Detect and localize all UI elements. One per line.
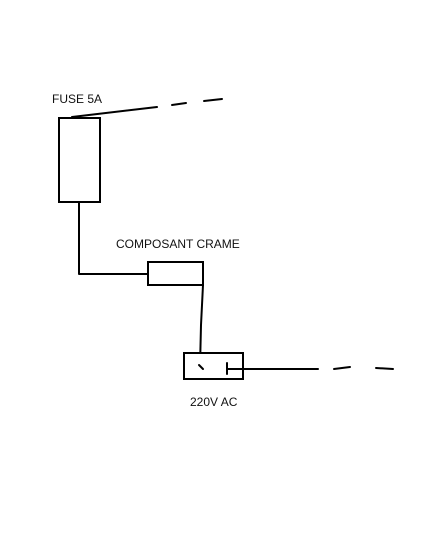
terminal-mark-left (198, 364, 204, 370)
fuse-body (58, 117, 101, 203)
component-label: COMPOSANT CRAME (116, 237, 240, 251)
source-box (183, 352, 244, 380)
output-lead-dash-1 (333, 366, 351, 370)
fuse-lead-dash-1 (171, 102, 187, 106)
fuse-to-component-wire (78, 201, 149, 275)
output-lead-dash-2 (375, 367, 394, 370)
fuse-label: FUSE 5A (52, 92, 102, 106)
fuse-lead-dash-2 (203, 98, 223, 102)
component-body (147, 261, 204, 286)
source-label: 220V AC (190, 395, 238, 409)
fuse-lead-wire (71, 106, 158, 118)
